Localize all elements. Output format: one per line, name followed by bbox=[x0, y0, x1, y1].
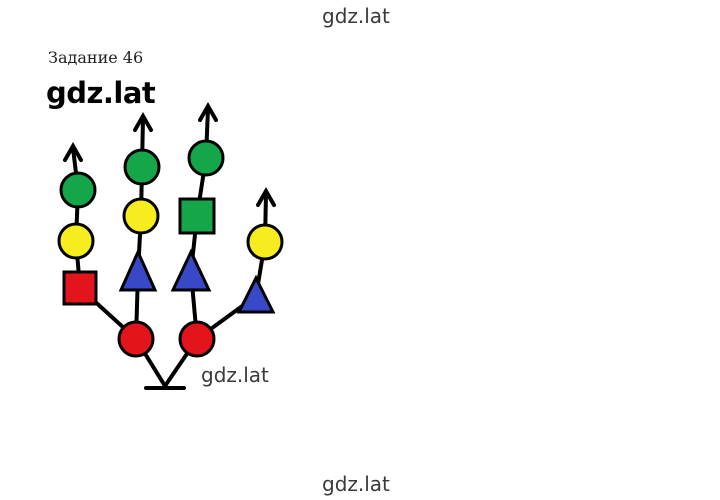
arrow-head-4 bbox=[256, 186, 276, 207]
task-title: Задание 46 bbox=[48, 48, 144, 67]
red-square-node bbox=[62, 270, 98, 306]
yellow-circle-node bbox=[246, 223, 284, 261]
tree-lines bbox=[63, 101, 276, 390]
blue-triangle-node bbox=[236, 274, 276, 314]
watermark-top: gdz.lat bbox=[322, 4, 390, 28]
blue-triangle-node bbox=[170, 248, 212, 292]
watermark-bottom: gdz.lat bbox=[322, 472, 390, 496]
green-circle-node bbox=[123, 148, 161, 186]
arrow-head-3 bbox=[198, 101, 218, 122]
green-circle-node bbox=[187, 139, 225, 177]
red-circle-node bbox=[178, 320, 216, 358]
tree-nodes bbox=[57, 139, 284, 358]
red-circle-node bbox=[117, 320, 155, 358]
yellow-circle-node bbox=[122, 197, 160, 235]
yellow-circle-node bbox=[57, 222, 95, 260]
watermark-middle: gdz.lat bbox=[201, 363, 269, 387]
arrow-head-1 bbox=[63, 141, 83, 162]
green-square-node bbox=[178, 197, 216, 235]
green-circle-node bbox=[59, 171, 97, 209]
arrow-head-2 bbox=[133, 111, 153, 132]
watermark-logo: gdz.lat bbox=[46, 76, 156, 110]
blue-triangle-node bbox=[118, 248, 158, 292]
